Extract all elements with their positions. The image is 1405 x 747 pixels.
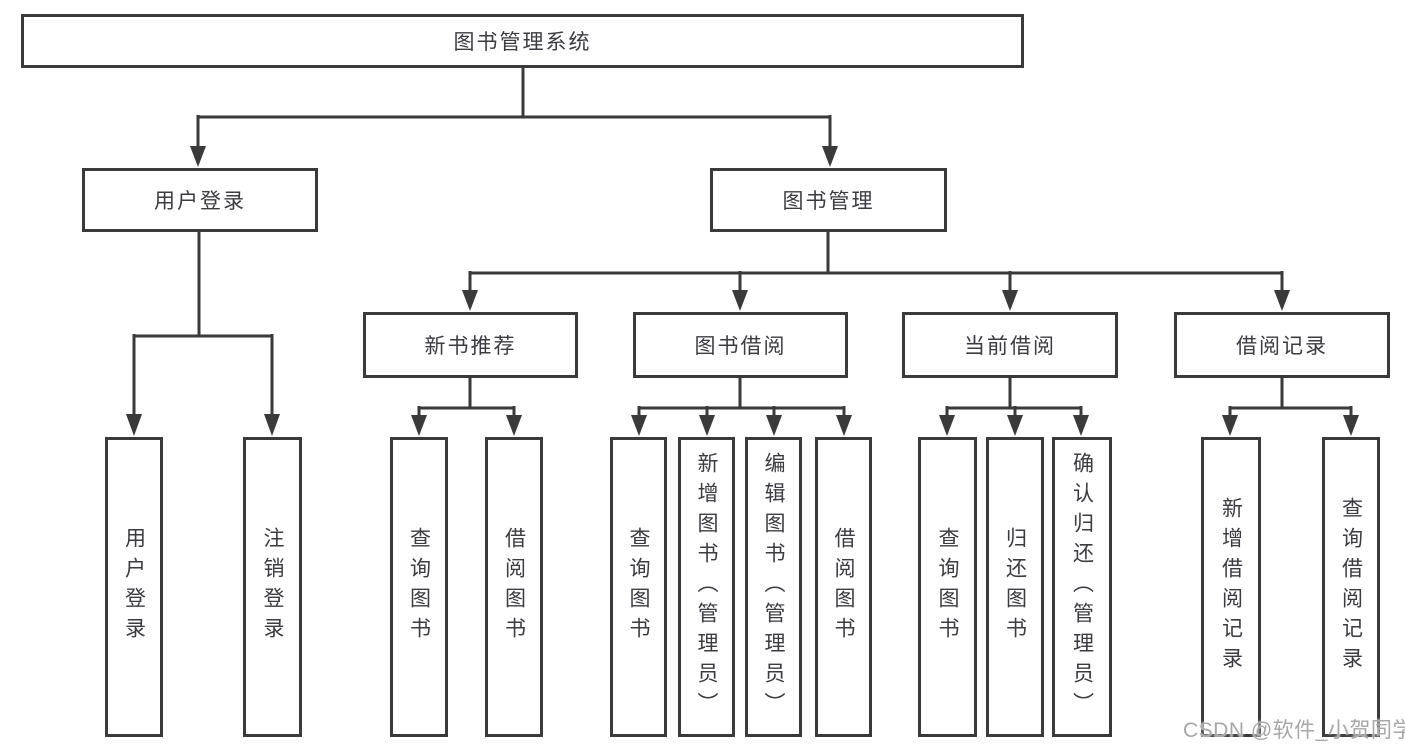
- leaf-label: 用户登录: [122, 527, 146, 647]
- node-borrowing-records: 借阅记录: [1174, 312, 1390, 378]
- leaf-return-books: 归还图书: [986, 437, 1044, 737]
- leaf-confirm-return-admin: 确认归还（管理员）: [1052, 437, 1112, 737]
- connector-user-login-to-leaves: [126, 232, 280, 436]
- leaf-label: 借阅图书: [832, 527, 856, 647]
- leaf-label: 新增图书（管理员）: [695, 452, 719, 722]
- leaf-label: 借阅图书: [502, 527, 526, 647]
- node-book-management: 图书管理: [710, 168, 947, 232]
- leaf-label: 查询图书: [407, 527, 431, 647]
- leaf-query-borrow-record: 查询借阅记录: [1322, 437, 1380, 737]
- leaf-query-books-current: 查询图书: [918, 437, 977, 737]
- csdn-watermark: CSDN @软件_小贺同学: [1183, 719, 1405, 742]
- leaf-borrow-books-recommendation: 借阅图书: [485, 437, 543, 737]
- leaf-add-books-admin: 新增图书（管理员）: [678, 437, 735, 737]
- leaf-label: 注销登录: [261, 527, 285, 647]
- node-label: 图书管理: [782, 190, 875, 213]
- node-current-borrowing: 当前借阅: [902, 312, 1118, 378]
- node-root-library-management-system: 图书管理系统: [21, 14, 1024, 68]
- leaf-borrow-books-borrowing: 借阅图书: [815, 437, 872, 737]
- connector-book-management-to-level3: [462, 232, 1290, 311]
- node-label: 用户登录: [154, 190, 246, 213]
- connector-book-borrow-to-leaves: [631, 378, 852, 436]
- leaf-label: 编辑图书（管理员）: [762, 452, 786, 722]
- leaf-query-books-recommendation: 查询图书: [390, 437, 448, 737]
- leaf-user-login: 用户登录: [105, 437, 163, 737]
- leaf-label: 归还图书: [1003, 527, 1027, 647]
- leaf-logout: 注销登录: [243, 437, 302, 737]
- node-new-book-recommendation: 新书推荐: [363, 312, 578, 378]
- connector-borrow-records-to-leaves: [1222, 378, 1359, 436]
- node-label: 借阅记录: [1236, 335, 1328, 358]
- leaf-label: 查询借阅记录: [1339, 497, 1363, 677]
- node-label: 图书管理系统: [453, 31, 592, 54]
- connector-current-borrow-to-leaves: [939, 378, 1089, 436]
- leaf-label: 新增借阅记录: [1219, 497, 1243, 677]
- leaf-label: 确认归还（管理员）: [1070, 452, 1094, 722]
- node-label: 新书推荐: [424, 335, 517, 358]
- node-book-borrowing: 图书借阅: [633, 312, 848, 378]
- leaf-label: 查询图书: [936, 527, 960, 647]
- leaf-label: 查询图书: [627, 527, 651, 647]
- node-label: 图书借阅: [694, 335, 787, 358]
- node-user-login: 用户登录: [82, 168, 318, 232]
- connector-root-to-level2: [190, 68, 838, 167]
- connector-new-book-rec-to-leaves: [411, 378, 522, 436]
- node-label: 当前借阅: [964, 335, 1056, 358]
- leaf-edit-books-admin: 编辑图书（管理员）: [745, 437, 802, 737]
- leaf-query-books-borrowing: 查询图书: [610, 437, 667, 737]
- leaf-add-borrow-record: 新增借阅记录: [1201, 437, 1261, 737]
